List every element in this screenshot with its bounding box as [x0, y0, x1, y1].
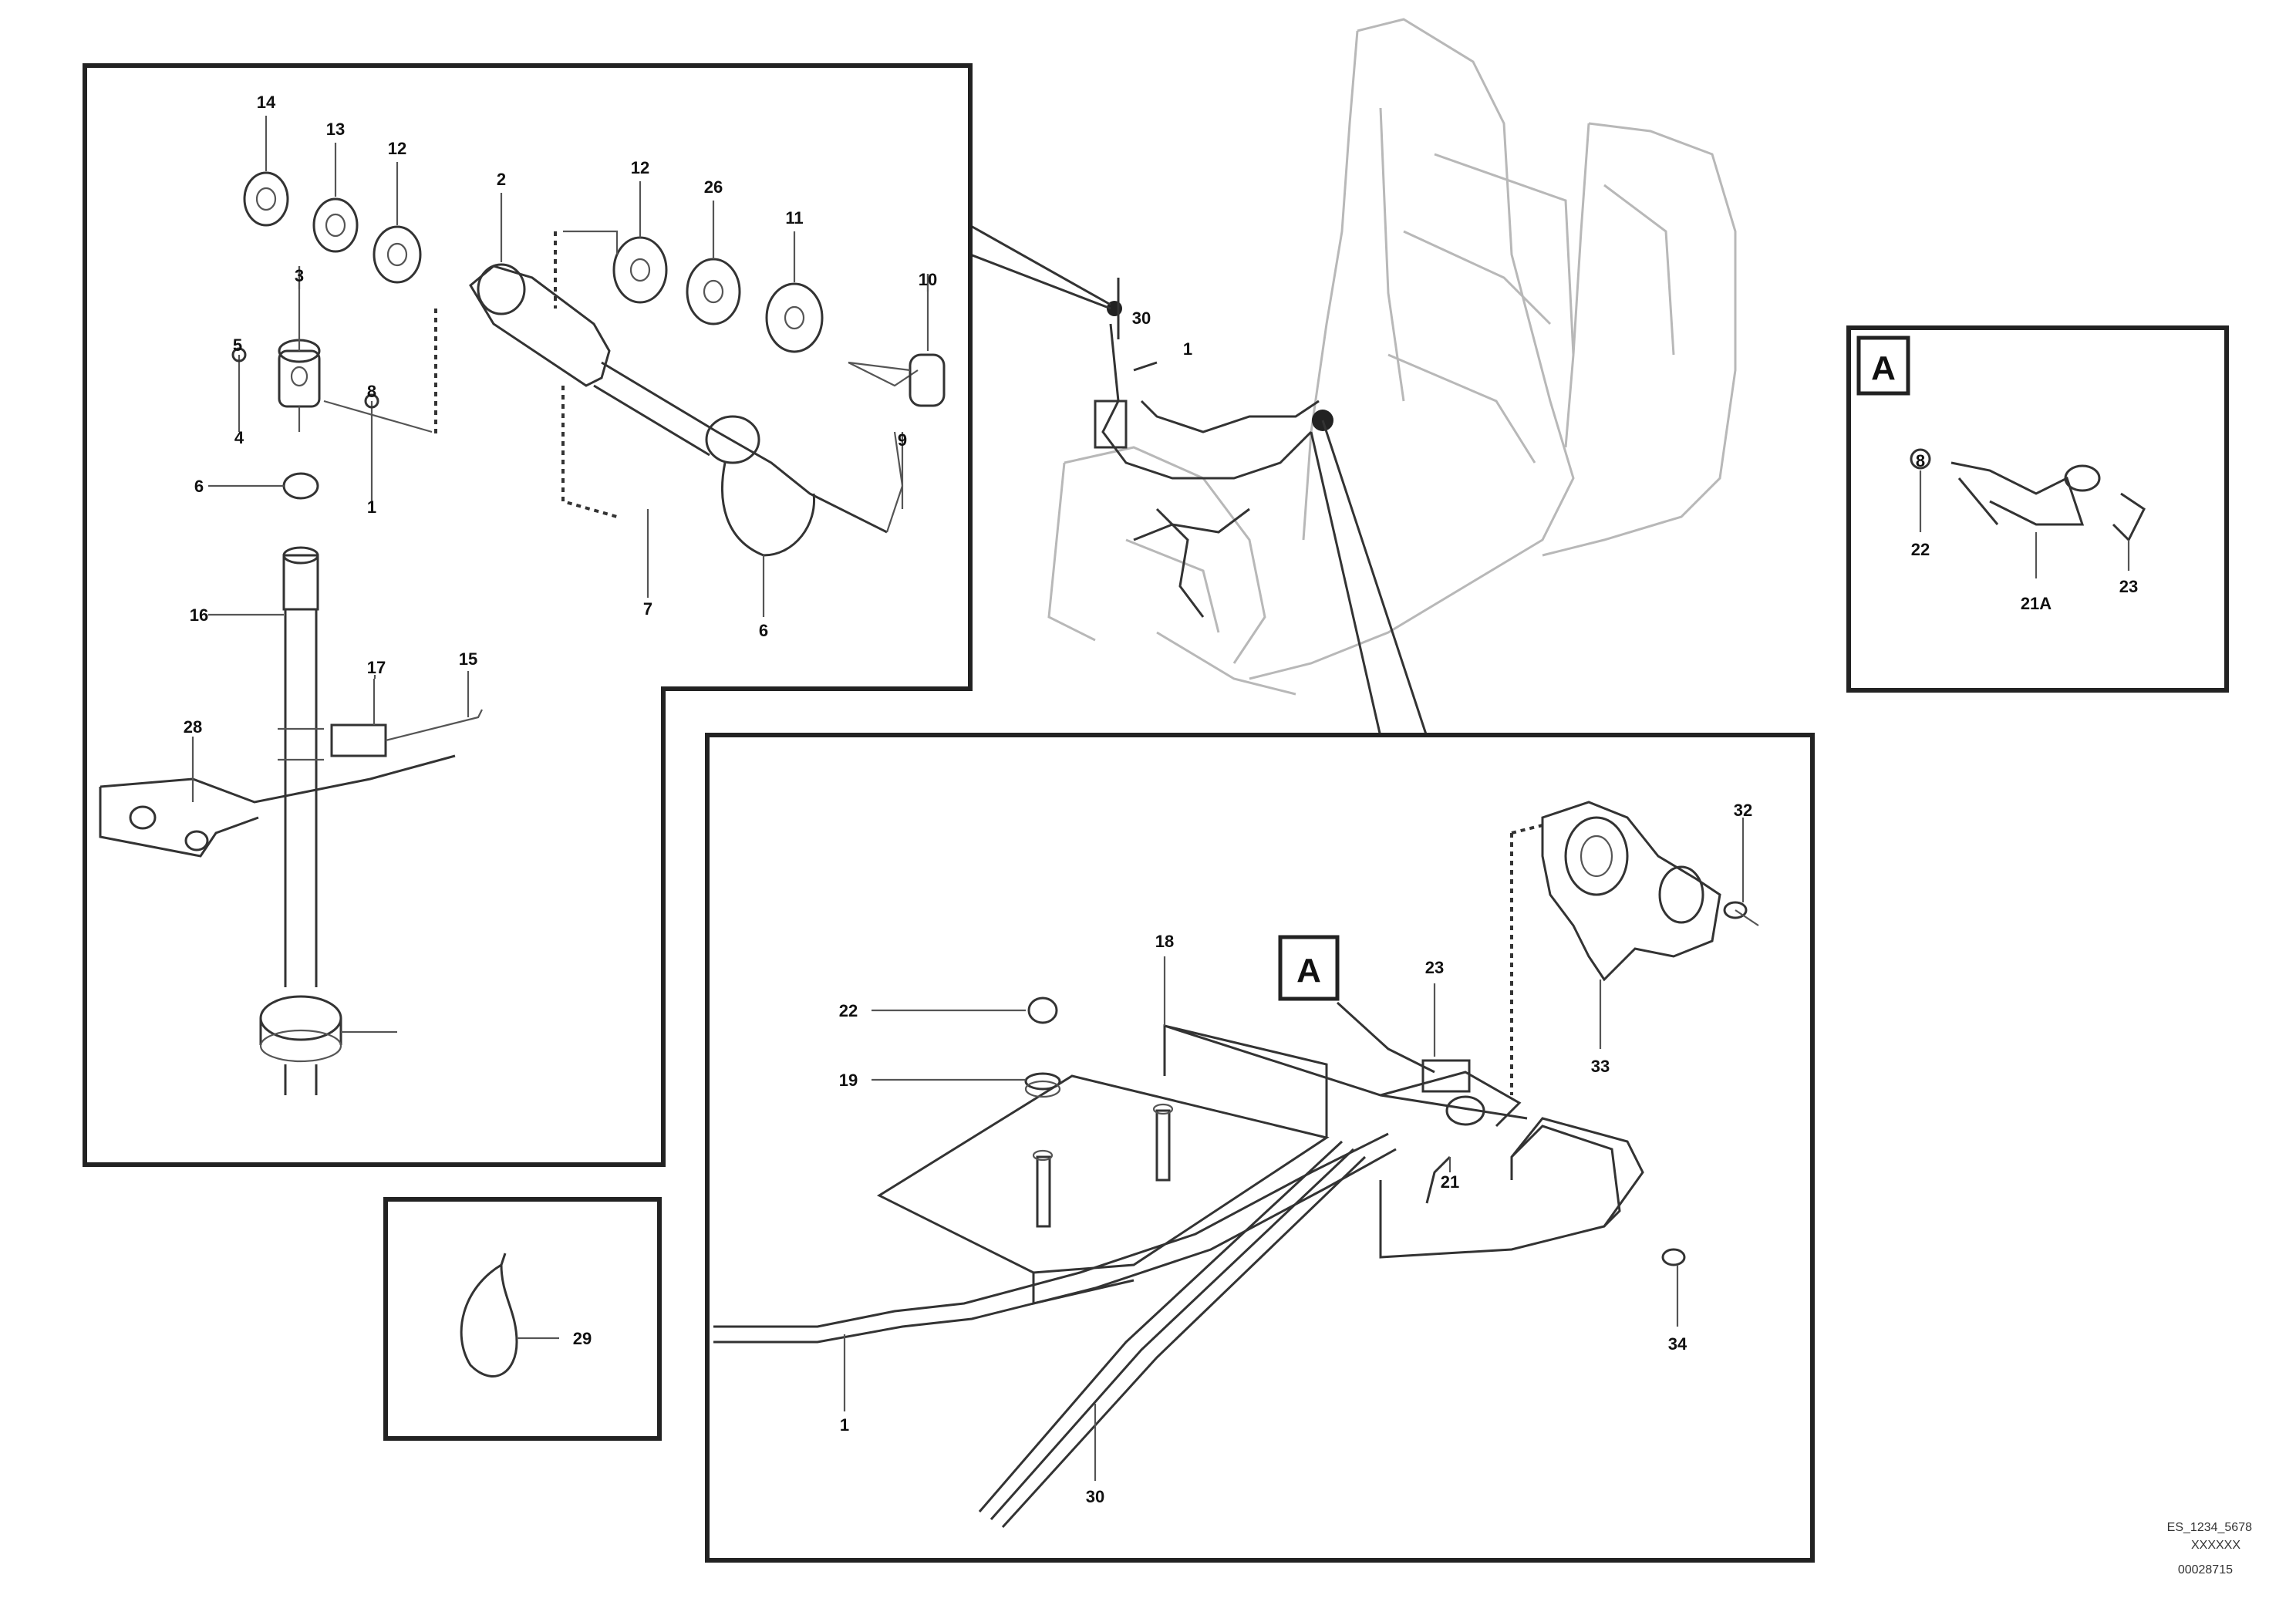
callout-label: 8: [1916, 451, 1925, 470]
callout-label: 11: [785, 208, 803, 228]
machine-overview: [1047, 18, 1737, 696]
callout-label: 29: [573, 1329, 592, 1348]
pivot-post: [259, 266, 342, 1095]
callout-label: 4: [234, 428, 244, 447]
callout-label: 12: [388, 139, 406, 158]
callout-label: 5: [233, 336, 242, 355]
callout-label: 10: [919, 270, 937, 289]
callout-label: 18: [1155, 932, 1174, 951]
callout-label: 1: [840, 1415, 849, 1435]
lower-detail-panel: [705, 733, 1815, 1563]
callout-label: 34: [1668, 1334, 1687, 1354]
callout-label: 8: [367, 382, 376, 401]
callout-label: 12: [631, 158, 649, 177]
callout-label: 19: [839, 1071, 858, 1090]
callout-label: 3: [295, 266, 304, 285]
lever-arm: [469, 263, 946, 557]
callout-label: 28: [184, 717, 202, 737]
callout-label: 30: [1086, 1487, 1104, 1506]
pump-motor: [1510, 801, 1759, 1095]
detail-a-tag: A: [1871, 349, 1896, 387]
callout-label: 6: [194, 477, 204, 496]
callout-label: 6: [759, 621, 768, 640]
callout-label: 13: [326, 120, 345, 139]
callout-label: 26: [704, 177, 723, 197]
callout-label: 1: [1183, 339, 1192, 359]
callout-label: 22: [1911, 540, 1930, 559]
callout-label: 32: [1734, 801, 1752, 820]
lower-bracket: [99, 679, 483, 858]
upper-left-detail-panel: [83, 63, 973, 1167]
callout-labels: 14 13 12 2 12 26 11 10 3 5 8 4 9 6 1 7 6…: [184, 93, 2138, 1506]
callout-label: 17: [367, 658, 386, 677]
drawing-subcode: XXXXXX: [2191, 1539, 2240, 1552]
leader-lines: [963, 221, 1428, 737]
washer-stack: [243, 171, 824, 353]
callout-label: 2: [497, 170, 506, 189]
callout-label: 21A: [2021, 594, 2052, 613]
strap-box: [383, 1197, 662, 1441]
callout-label: 23: [2119, 577, 2138, 596]
callout-label: 21: [1441, 1172, 1459, 1192]
callout-label: 7: [643, 599, 652, 619]
callout-label: 9: [898, 430, 907, 450]
callout-label: 30: [1132, 309, 1151, 328]
callout-label: 33: [1591, 1057, 1610, 1076]
callout-label: 16: [190, 605, 208, 625]
callout-label: 15: [459, 649, 477, 669]
callout-label: 23: [1425, 958, 1444, 977]
drawing-number: 00028715: [2178, 1563, 2233, 1576]
callout-label: 1: [367, 497, 376, 517]
drawing-code-block: ES_1234_5678 XXXXXX 00028715: [2167, 1521, 2252, 1576]
detail-a-reference-tag: A: [1296, 952, 1321, 990]
detail-a-box: [1846, 325, 2229, 693]
callout-label: 22: [839, 1001, 858, 1020]
drawing-code: ES_1234_5678: [2167, 1521, 2252, 1534]
callout-label: 14: [257, 93, 276, 112]
